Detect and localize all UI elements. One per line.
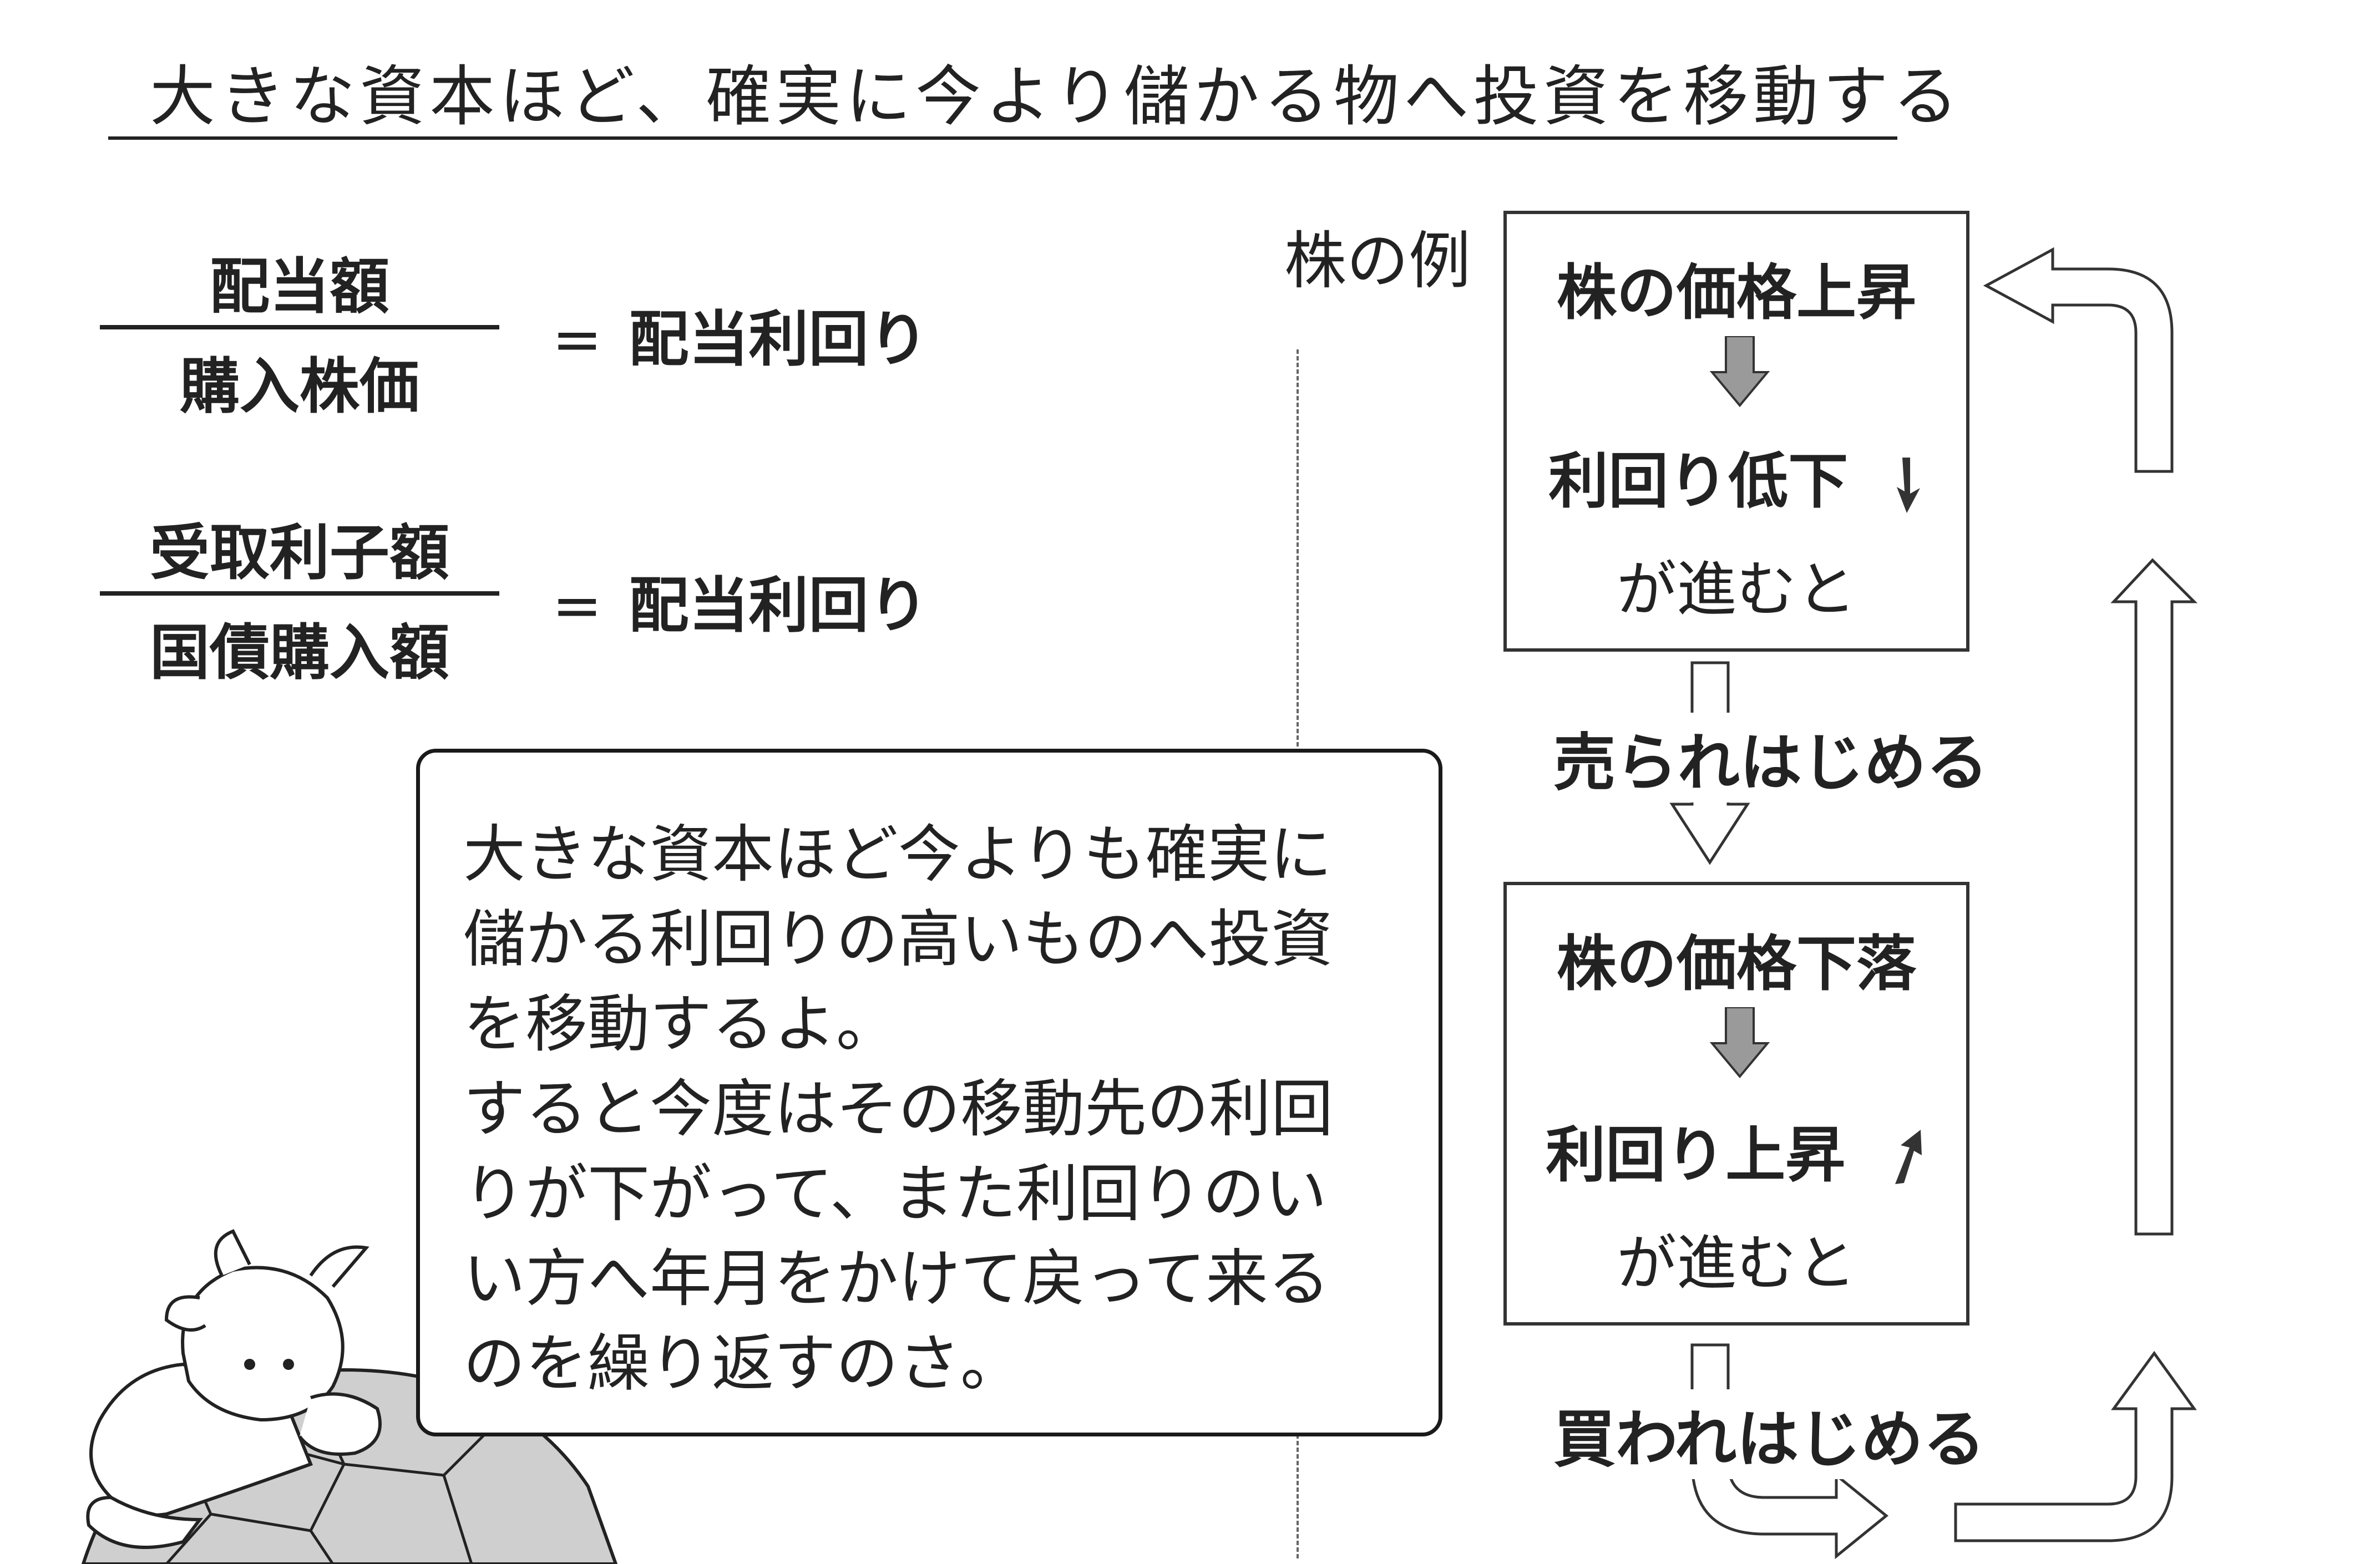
formula-numerator: 受取利子額 <box>149 519 449 588</box>
box-line-progress: が進むと <box>1616 1229 1856 1298</box>
yield-up-text: 利回り上昇 <box>1546 1121 1846 1190</box>
price-rise-box: 株の価格上昇 利回り低下 が進むと <box>1503 211 1969 652</box>
formula-result: = 配当利回り <box>552 557 929 644</box>
box-line-progress: が進むと <box>1616 555 1856 624</box>
cow-eye <box>283 1359 294 1370</box>
return-arrow-top-icon <box>1983 247 2174 473</box>
speech-line: を移動するよ。 <box>463 988 898 1060</box>
example-label: 株の例 <box>1284 225 1471 297</box>
box-line-price-fall: 株の価格下落 <box>1556 930 1916 999</box>
flow-label-sold: 売られはじめる <box>1553 713 1988 803</box>
page-title: 大きな資本ほど、確実に今より儲かる物へ投資を移動する <box>150 58 1963 135</box>
title-underline <box>108 136 1897 140</box>
down-arrow-icon <box>1896 458 1920 514</box>
box-line-price-rise: 株の価格上昇 <box>1556 258 1916 328</box>
formula-numerator: 配当額 <box>209 252 389 322</box>
curve-arrow-return-icon <box>1954 1350 2197 1542</box>
formula-result-text: 配当利回り <box>629 305 929 374</box>
formula-denominator: 購入株価 <box>179 352 419 422</box>
fraction-bar <box>100 325 499 329</box>
equals-sign: = <box>552 571 602 641</box>
speech-line: すると今度はその移動先の利回 <box>463 1073 1333 1145</box>
gray-down-arrow-icon <box>1709 336 1770 408</box>
speech-line: い方へ年月をかけて戻って来る <box>463 1243 1330 1315</box>
speech-line: のを繰り返すのさ。 <box>463 1328 1022 1400</box>
up-arrow-right-icon <box>2110 558 2198 1236</box>
speech-line: りが下がって、また利回りのい <box>463 1158 1327 1230</box>
speech-bubble: 大きな資本ほど今よりも確実に 儲かる利回りの高いものへ投資 を移動するよ。 する… <box>416 749 1442 1436</box>
flow-label-bought: 買われはじめる <box>1553 1389 1986 1479</box>
price-fall-box: 株の価格下落 利回り上昇 が進むと <box>1503 882 1969 1326</box>
formula-result-text: 配当利回り <box>629 571 929 641</box>
formula-dividend-yield: 配当額 購入株価 = 配当利回り <box>100 227 988 427</box>
speech-line: 儲かる利回りの高いものへ投資 <box>463 903 1333 976</box>
yield-down-text: 利回り低下 <box>1548 447 1849 516</box>
box-line-yield-down: 利回り低下 <box>1507 433 1966 520</box>
curve-arrow-bought-icon <box>1690 1343 1888 1560</box>
formula-bond-yield: 受取利子額 国債購入額 = 配当利回り <box>100 494 988 693</box>
speech-line: 大きな資本ほど今よりも確実に <box>463 819 1332 891</box>
gray-down-arrow-icon <box>1709 1007 1770 1079</box>
equals-sign: = <box>552 305 602 374</box>
cow-eye <box>244 1359 255 1370</box>
box-line-yield-up: 利回り上昇 <box>1507 1107 1966 1194</box>
up-arrow-icon <box>1895 1130 1922 1185</box>
cow <box>86 1229 382 1549</box>
formula-denominator: 国債購入額 <box>149 618 449 688</box>
formula-result: = 配当利回り <box>552 291 929 378</box>
fraction-bar <box>100 591 499 596</box>
